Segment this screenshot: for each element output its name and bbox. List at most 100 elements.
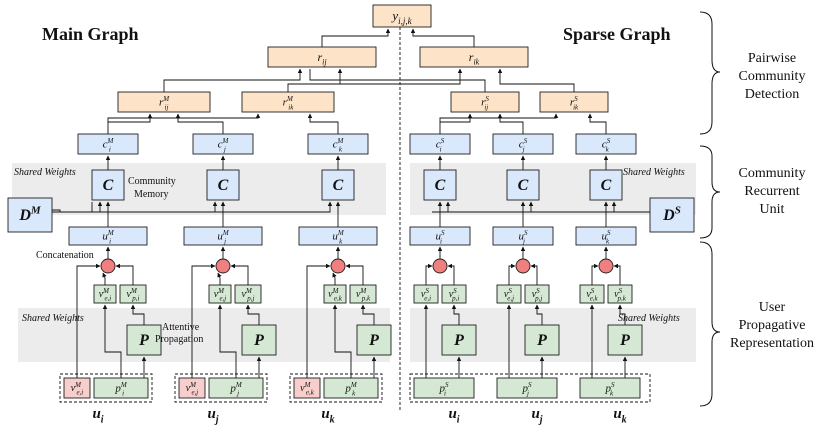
memory-main-k-box [321, 169, 355, 201]
edge-vse-j-to-concat [508, 263, 516, 285]
attentive-label-1: Attentive [162, 322, 200, 333]
community-memory-label-2: Memory [134, 189, 168, 200]
edge-rmik-to-rij [287, 68, 343, 92]
u-sparse-i-box [409, 226, 471, 246]
concatenation-label: Concatenation [36, 250, 94, 261]
shared-weights-cru-main: Shared Weights [14, 167, 76, 178]
brace-cru [699, 145, 721, 239]
side-upr-2: Propagative [739, 318, 806, 333]
side-pairwise-3: Detection [745, 87, 799, 102]
edge-rsij-to-rij [309, 69, 486, 92]
shared-weights-cru-sparse: Shared Weights [623, 167, 685, 178]
side-cru-1: Community [739, 166, 806, 181]
edge-props-k-to-vp [617, 304, 626, 325]
memory-main-i-box-label: C [103, 177, 114, 194]
edge-csj-to-rsij [497, 113, 524, 134]
memory-sparse-i-box [423, 169, 457, 201]
pair-sparse-ij-box [450, 91, 520, 113]
edge-cmj-to-rmij [175, 113, 224, 134]
prop-sparse-j-box [524, 324, 560, 356]
edges [52, 28, 650, 378]
edge-vmp-j-to-concat [230, 263, 249, 285]
v-sparse-e-k-box [579, 284, 605, 304]
shared-weights-prop-sparse: Shared Weights [618, 313, 680, 324]
edge-vmp-k-to-concat [345, 263, 364, 285]
concat-node-main-k [330, 258, 346, 274]
prop-main-k-box-label: P [368, 332, 379, 349]
edge-vse-k-to-concat [591, 263, 599, 285]
input-p-sparse-k-box [579, 377, 641, 399]
memory-sparse-j-box [506, 169, 540, 201]
edge-csk-to-rsik [587, 113, 607, 134]
side-pairwise-2: Community [739, 69, 806, 84]
memory-main-j-box [206, 169, 240, 201]
shared-weights-prop-main: Shared Weights [22, 313, 84, 324]
edge-vmp-i-to-concat [115, 263, 134, 285]
v-sparse-p-k-box [607, 284, 633, 304]
prop-main-i-box-label: P [138, 332, 149, 349]
edge-vse-i-to-concat [425, 263, 433, 285]
u-sparse-k-box [575, 226, 637, 246]
edge-csi-to-rsij [439, 113, 473, 134]
output-box-label: yi,j,k [390, 8, 412, 26]
v-main-e-i-box [93, 284, 117, 304]
memory-main-j-box-label: C [218, 177, 229, 194]
prop-main-i-box [126, 324, 162, 356]
pair-main-ij-box [117, 91, 211, 113]
prop-main-j-box-label: P [253, 332, 264, 349]
edge-inve-main-i-to-concat [76, 263, 101, 378]
c-sparse-k-box [575, 133, 637, 155]
edge-cmk-to-rmik [307, 113, 339, 134]
brace-upr [699, 241, 721, 407]
edge-csi-to-rsik [439, 113, 559, 122]
output-box [372, 4, 432, 28]
side-pairwise-1: Pairwise [748, 51, 796, 66]
pair-ij-box-label: rij [317, 50, 327, 67]
pair-ik-box [419, 46, 529, 68]
side-cru-3: Unit [760, 202, 785, 217]
prop-sparse-k-box-label: P [619, 332, 630, 349]
edge-inp-main-i-to-ve [102, 304, 122, 378]
memory-main-i-box [91, 169, 125, 201]
shared-band-prop-main [18, 308, 390, 362]
edge-props-i-to-vp [451, 304, 460, 325]
prop-main-j-box [241, 324, 277, 356]
user-sparse-j-label: uj [531, 406, 542, 426]
u-sparse-j-box [492, 226, 554, 246]
user-sparse-k-label: uk [613, 406, 626, 426]
brace-pairwise [699, 11, 721, 135]
attentive-label-2: Propagation [155, 334, 203, 345]
edge-inp-main-k-to-ve [332, 304, 352, 378]
prop-sparse-j-box-label: P [536, 332, 547, 349]
memory-sparse-k-box [589, 169, 623, 201]
edge-vsp-i-to-concat [447, 263, 455, 285]
d-main-box-label: DM [18, 205, 42, 224]
memory-sparse-j-box-label: C [518, 177, 529, 194]
v-sparse-e-i-box [413, 284, 439, 304]
edge-rsik-to-rik [497, 68, 575, 92]
input-group-main-j [174, 373, 268, 403]
c-main-i-box [77, 133, 139, 155]
concat-node-main-j [215, 258, 231, 274]
memory-main-k-box-label: C [333, 177, 344, 194]
input-p-sparse-j-box [496, 377, 558, 399]
